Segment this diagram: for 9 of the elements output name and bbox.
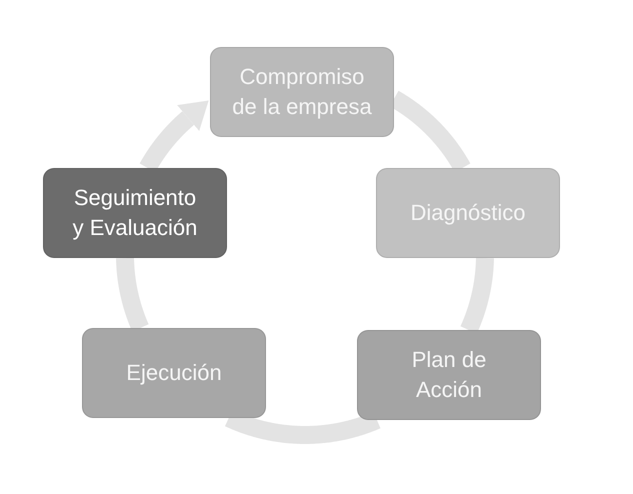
step-label: Plan de Acción — [410, 346, 488, 404]
process-box — [43, 168, 227, 258]
step-label: Compromiso de la empresa — [231, 62, 373, 121]
process-box — [357, 330, 541, 420]
step-label: Ejecución — [126, 358, 222, 387]
step-label: Seguimiento y Evaluación — [72, 184, 198, 242]
process-box — [210, 47, 394, 137]
process-box — [376, 168, 560, 258]
process-box — [82, 328, 266, 418]
